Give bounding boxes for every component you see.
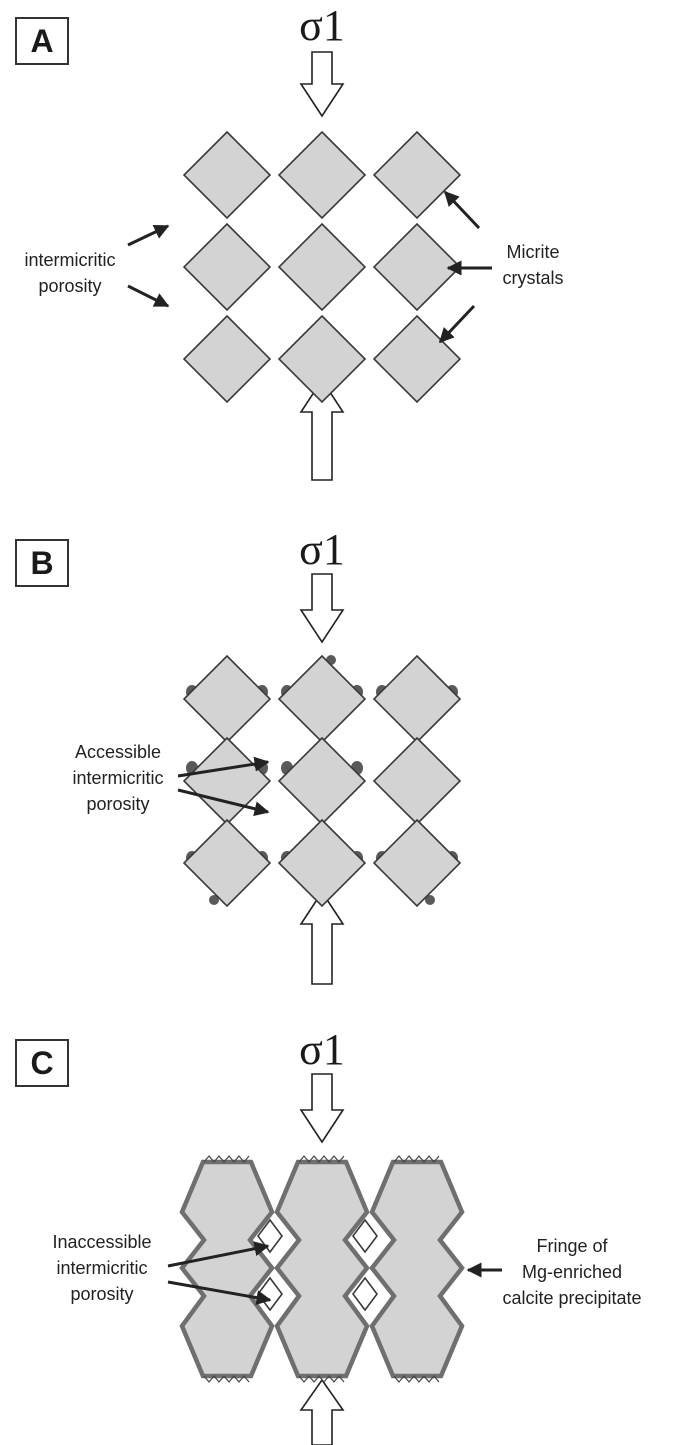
fused-column-c-2 (274, 1159, 370, 1379)
svg-text:Fringe of: Fringe of (536, 1236, 608, 1256)
crystal-b-1-2 (277, 654, 367, 744)
panel-a-crystal-grid (182, 130, 462, 404)
svg-text:porosity: porosity (70, 1284, 133, 1304)
panel-a-sigma-label: σ1 (299, 1, 345, 50)
svg-text:Micrite: Micrite (507, 242, 560, 262)
svg-text:crystals: crystals (502, 268, 563, 288)
panel-b-letter: B (30, 545, 53, 581)
panel-c-fringe-label: Fringe of Mg-enriched calcite precipitat… (502, 1236, 641, 1308)
svg-text:intermicritic: intermicritic (56, 1258, 147, 1278)
panel-b: B σ1 (15, 525, 462, 985)
svg-text:porosity: porosity (38, 276, 101, 296)
panel-a-porosity-pointer-1 (127, 224, 170, 247)
panel-a: A σ1 intermicritic porosity Micrite crys… (15, 1, 564, 481)
panel-a-top-stress-arrow (299, 51, 345, 118)
crystal-a-1-1 (182, 130, 272, 220)
panel-a-badge: A (15, 17, 69, 65)
panel-a-porosity-label: intermicritic porosity (24, 250, 115, 296)
panel-c-porosity-pointer-1 (167, 1241, 270, 1268)
panel-a-letter: A (30, 23, 53, 59)
panel-a-crystals-label: Micrite crystals (502, 242, 563, 288)
crystal-b-2-3 (372, 736, 462, 826)
panel-b-sigma-label: σ1 (299, 525, 345, 574)
panel-b-top-stress-arrow (299, 573, 345, 644)
svg-text:intermicritic: intermicritic (72, 768, 163, 788)
panel-b-badge: B (15, 539, 69, 587)
crystal-a-3-2 (277, 314, 367, 404)
panel-c-top-stress-arrow (299, 1073, 345, 1144)
panel-a-bottom-stress-arrow (299, 378, 345, 481)
crystal-a-2-1 (182, 222, 272, 312)
crystal-b-2-2 (277, 736, 367, 826)
panel-b-porosity-label: Accessible intermicritic porosity (72, 742, 163, 814)
crystal-a-1-3 (372, 130, 462, 220)
crystal-b-3-1 (182, 818, 272, 908)
panel-c: C σ1 Inaccessible intermicritic p (15, 1025, 642, 1445)
panel-c-letter: C (30, 1045, 53, 1081)
crystal-a-1-2 (277, 130, 367, 220)
crystal-b-2-1 (182, 736, 272, 826)
panel-a-porosity-pointer-2 (127, 284, 170, 308)
svg-text:porosity: porosity (86, 794, 149, 814)
panel-b-crystal-grid (182, 654, 462, 908)
crystal-a-3-3 (372, 314, 462, 404)
crystal-b-1-3 (372, 654, 462, 744)
panel-c-badge: C (15, 1039, 69, 1087)
svg-text:calcite precipitate: calcite precipitate (502, 1288, 641, 1308)
panel-c-fused-columns (179, 1159, 465, 1379)
crystal-a-2-3 (372, 222, 462, 312)
panel-c-stylolite-contacts (203, 1155, 440, 1383)
crystal-b-1-1 (182, 654, 272, 744)
panel-c-porosity-label: Inaccessible intermicritic porosity (52, 1232, 151, 1304)
crystal-b-3-3 (372, 818, 462, 908)
panel-b-porosity-pointer-1 (177, 756, 270, 778)
fused-column-c-1 (179, 1159, 275, 1379)
panel-a-crystal-pointer-1 (443, 190, 481, 230)
svg-text:intermicritic: intermicritic (24, 250, 115, 270)
panel-a-crystal-pointer-3 (438, 304, 476, 344)
crystal-b-3-2 (277, 818, 367, 908)
panel-c-bottom-stress-arrow (299, 1378, 345, 1445)
panel-c-sigma-label: σ1 (299, 1025, 345, 1074)
svg-text:Mg-enriched: Mg-enriched (522, 1262, 622, 1282)
svg-text:Inaccessible: Inaccessible (52, 1232, 151, 1252)
panel-b-bottom-stress-arrow (299, 890, 345, 985)
panel-c-porosity-pointer-2 (167, 1280, 272, 1306)
crystal-a-2-2 (277, 222, 367, 312)
crystal-a-3-1 (182, 314, 272, 404)
svg-text:Accessible: Accessible (75, 742, 161, 762)
panel-b-porosity-pointer-2 (177, 788, 270, 817)
fused-column-c-3 (369, 1159, 465, 1379)
